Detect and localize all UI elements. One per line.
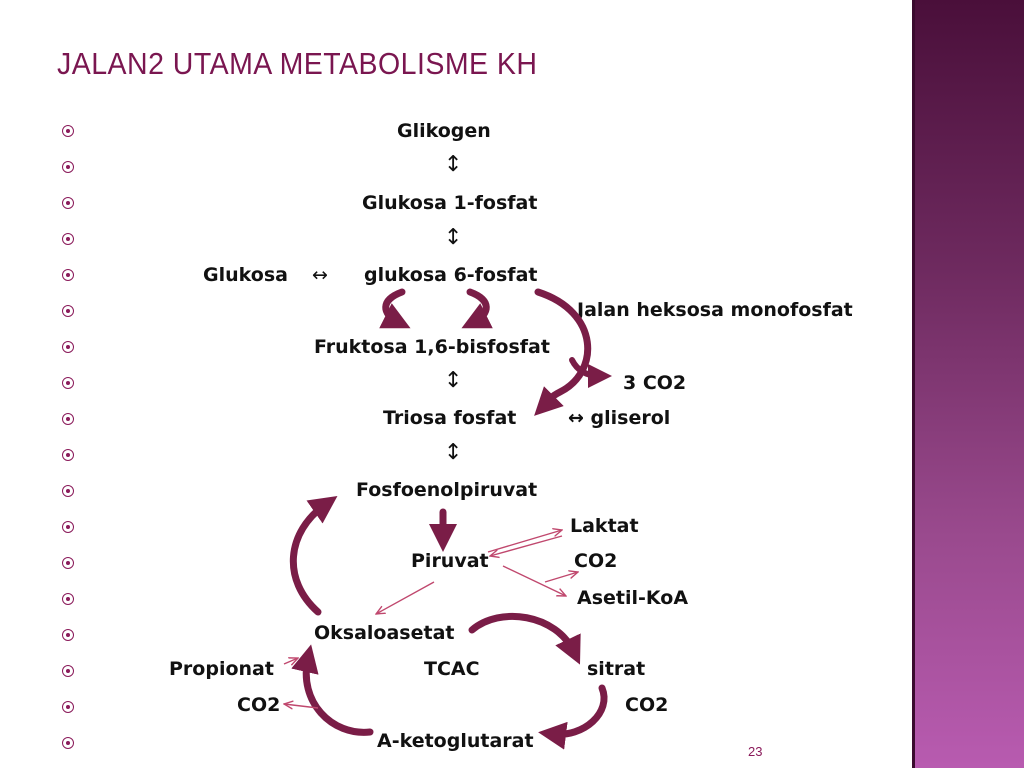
hmp-pathway-arrow: [534, 288, 592, 416]
bullet-icon: [62, 737, 74, 749]
label-glukosa: Glukosa: [203, 264, 288, 286]
label-co2-piruvat: CO2: [574, 550, 618, 572]
bullet-icon: [62, 269, 74, 281]
bullet-icon: [62, 161, 74, 173]
bullet-icon: [62, 521, 74, 533]
oaa-to-pep-arrow: [289, 495, 338, 616]
label-fosfoenolpiruvat: Fosfoenolpiruvat: [356, 479, 538, 501]
co2-branch-arrow: [569, 357, 612, 388]
label-glukosa-1-fosfat: Glukosa 1-fosfat: [362, 192, 538, 214]
left-right-arrow-icon: ↔: [312, 264, 328, 286]
label-3-co2: 3 CO2: [623, 372, 687, 394]
label-jalan-heksosa-monofosfat: Jalan heksosa monofosfat: [577, 299, 853, 321]
label-fruktosa-bisfosfat: Fruktosa 1,6-bisfosfat: [314, 336, 550, 358]
label-asetil-koa: Asetil-KoA: [577, 587, 689, 609]
label-gliserol: ↔ gliserol: [568, 407, 671, 429]
bullet-icon: [62, 593, 74, 605]
label-a-ketoglutarat: A-ketoglutarat: [377, 730, 534, 752]
bullet-icon: [62, 449, 74, 461]
slide-title: JALAN2 UTAMA METABOLISME KH: [57, 46, 538, 81]
curved-arrow-right: [461, 288, 493, 329]
piruvat-to-laktat-arrow: [487, 530, 562, 553]
bullet-icon: [62, 557, 74, 569]
bullet-icon: [62, 233, 74, 245]
bullet-icon: [62, 701, 74, 713]
label-piruvat: Piruvat: [411, 550, 489, 572]
label-co2-left: CO2: [237, 694, 281, 716]
bullet-icon: [62, 125, 74, 137]
bullet-icon: [62, 665, 74, 677]
label-propionat: Propionat: [169, 658, 274, 680]
label-triosa-fosfat: Triosa fosfat: [383, 407, 517, 429]
sitrat-to-ketoglutarat-arrow: [538, 684, 608, 750]
bullet-icon: [62, 305, 74, 317]
bullet-icon: [62, 341, 74, 353]
decorative-sidebar: [912, 0, 1024, 768]
sidebar-edge: [912, 0, 915, 768]
bullet-icon: [62, 485, 74, 497]
oaa-to-sitrat-arrow: [468, 613, 581, 665]
label-co2-right: CO2: [625, 694, 669, 716]
bullet-icon: [62, 377, 74, 389]
bullet-icon: [62, 629, 74, 641]
bullet-icon: [62, 413, 74, 425]
curved-arrow-left: [379, 288, 411, 329]
label-glukosa-6-fosfat: glukosa 6-fosfat: [364, 264, 538, 286]
piruvat-to-co2-arrow: [544, 572, 578, 583]
up-down-arrow-icon: ↕: [444, 368, 463, 393]
up-down-arrow-icon: ↕: [444, 440, 463, 465]
piruvat-to-asetil-koa-arrow: [502, 565, 566, 596]
piruvat-to-oksaloasetat-arrow: [376, 581, 435, 614]
up-down-arrow-icon: ↕: [444, 225, 463, 250]
label-sitrat: sitrat: [587, 658, 646, 680]
ketoglutarat-to-oaa-arrow: [291, 644, 374, 736]
label-oksaloasetat: Oksaloasetat: [314, 622, 455, 644]
label-laktat: Laktat: [570, 515, 639, 537]
propionat-arrow: [283, 658, 298, 664]
bullet-icon: [62, 197, 74, 209]
co2-left-arrow: [284, 704, 319, 708]
up-down-arrow-icon: ↕: [444, 152, 463, 177]
page-number: 23: [748, 744, 763, 759]
label-tcac: TCAC: [424, 658, 480, 680]
label-glikogen: Glikogen: [397, 120, 491, 142]
laktat-to-piruvat-arrow: [490, 535, 563, 556]
